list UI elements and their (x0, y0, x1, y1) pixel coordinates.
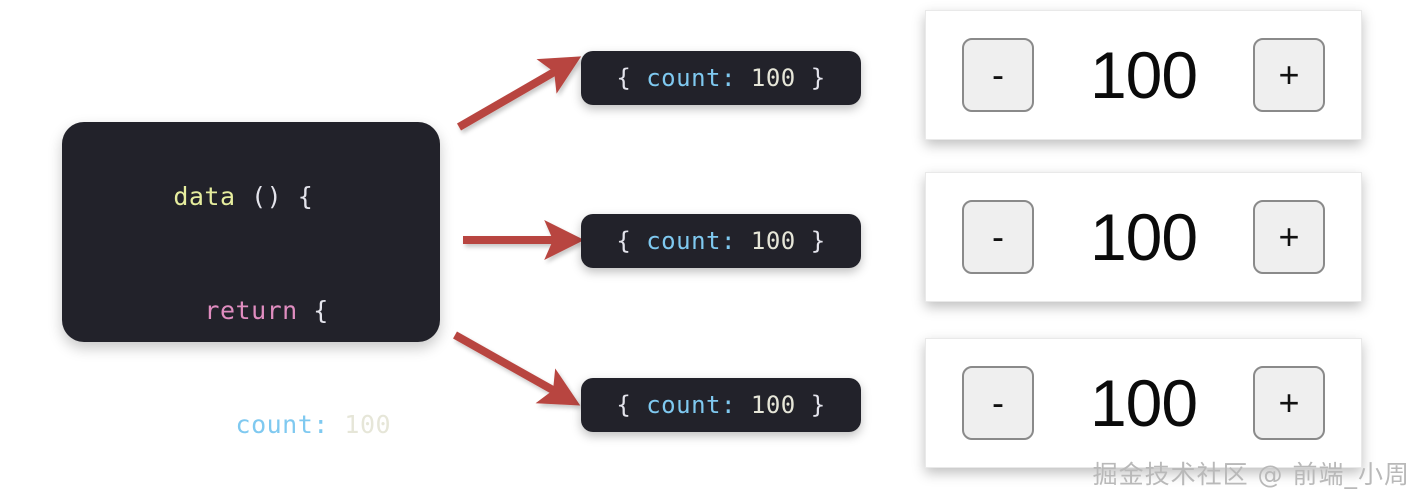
badge-value: 100 (750, 64, 796, 92)
state-badge-text: { count: 100 } (616, 64, 825, 92)
badge-key: count: (646, 227, 736, 255)
increment-button[interactable]: + (1253, 38, 1325, 112)
badge-close-brace: } (810, 391, 826, 419)
badge-open-brace: { (616, 227, 632, 255)
badge-space (631, 391, 646, 419)
code-line-1: data () { (80, 140, 440, 254)
arrow-to-badge-3 (453, 331, 581, 406)
badge-space (736, 64, 751, 92)
counter-widget: - 100 + (925, 172, 1362, 302)
code-token-property: count: (235, 410, 329, 439)
decrement-button[interactable]: - (962, 200, 1034, 274)
code-token-punctuation: () { (235, 182, 314, 211)
watermark: 掘金技术社区 @ 前端_小周 (1092, 460, 1410, 489)
code-line-4: } (80, 482, 440, 499)
badge-key: count: (646, 64, 736, 92)
code-token-indent (173, 296, 204, 325)
badge-close-brace: } (810, 64, 826, 92)
counter-widget: - 100 + (925, 338, 1362, 468)
badge-value: 100 (750, 227, 796, 255)
badge-space (736, 227, 751, 255)
badge-key: count: (646, 391, 736, 419)
badge-value: 100 (750, 391, 796, 419)
code-token-number: 100 (344, 410, 392, 439)
badge-space (796, 227, 811, 255)
arrow-to-badge-1 (456, 56, 582, 131)
increment-button[interactable]: + (1253, 200, 1325, 274)
state-badge-text: { count: 100 } (616, 227, 825, 255)
badge-space (631, 64, 646, 92)
counter-value: 100 (1089, 200, 1198, 274)
badge-space (631, 227, 646, 255)
state-badge: { count: 100 } (581, 214, 861, 268)
code-token-function: data (173, 182, 236, 211)
state-badge-text: { count: 100 } (616, 391, 825, 419)
state-badge: { count: 100 } (581, 51, 861, 105)
code-token-space (329, 410, 345, 439)
badge-close-brace: } (810, 227, 826, 255)
badge-space (736, 391, 751, 419)
badge-open-brace: { (616, 64, 632, 92)
code-block: data () { return { count: 100 } }, (62, 122, 440, 439)
badge-space (796, 391, 811, 419)
counter-value: 100 (1089, 38, 1198, 112)
increment-button[interactable]: + (1253, 366, 1325, 440)
code-line-2: return { (80, 254, 440, 368)
decrement-button[interactable]: - (962, 366, 1034, 440)
badge-open-brace: { (616, 391, 632, 419)
badge-space (796, 64, 811, 92)
code-token-punctuation: { (297, 296, 329, 325)
code-line-3: count: 100 (80, 368, 440, 482)
state-badge: { count: 100 } (581, 378, 861, 432)
code-token-indent (173, 410, 235, 439)
counter-value: 100 (1089, 366, 1198, 440)
counter-widget: - 100 + (925, 10, 1362, 140)
code-token-keyword: return (204, 296, 298, 325)
decrement-button[interactable]: - (962, 38, 1034, 112)
